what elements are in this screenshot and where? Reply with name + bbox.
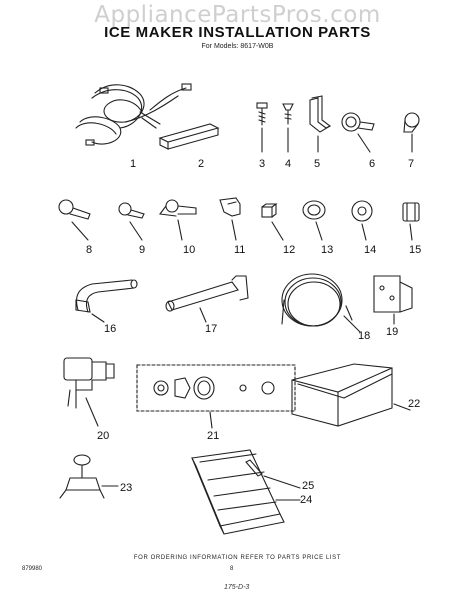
part-19-mounting-bracket [373, 275, 413, 325]
part-17-fill-tube [165, 275, 249, 323]
part-25-rod [245, 459, 301, 489]
callout-8: 8 [86, 244, 93, 256]
part-18-coiled-tubing [281, 273, 361, 333]
callout-12: 12 [283, 244, 296, 256]
ordering-note: FOR ORDERING INFORMATION REFER TO PARTS … [133, 555, 342, 561]
page-number: 8 [230, 566, 234, 572]
callout-14: 14 [364, 244, 377, 256]
part-4-screw [282, 103, 294, 153]
callout-3: 3 [259, 158, 266, 170]
callout-2: 2 [198, 158, 205, 170]
part-6-clamp [341, 112, 375, 153]
page-title: ICE MAKER INSTALLATION PARTS [104, 24, 371, 41]
callout-20: 20 [97, 430, 110, 442]
signature-mark: 175-D-3 [224, 584, 250, 591]
part-2-foam-strip [158, 123, 220, 150]
callout-6: 6 [369, 158, 376, 170]
part-8-clamp [58, 199, 91, 241]
part-22-storage-bin [291, 363, 411, 427]
part-16-elbow-tube [75, 279, 138, 323]
callout-21: 21 [207, 430, 220, 442]
part-12-connector [261, 203, 284, 241]
callout-1: 1 [130, 158, 137, 170]
part-13-grommet [302, 200, 326, 241]
callout-7: 7 [408, 158, 415, 170]
part-9-clamp [118, 202, 145, 241]
models-subtitle: For Models: 8617-W0B [201, 43, 274, 50]
part-24-shelf [191, 449, 301, 535]
part-14-grommet [351, 200, 373, 241]
callout-4: 4 [285, 158, 292, 170]
callout-16: 16 [104, 323, 117, 335]
callout-19: 19 [386, 326, 399, 338]
part-7-clamp [403, 112, 420, 153]
callout-11: 11 [234, 244, 246, 256]
document-code: 879980 [22, 566, 43, 572]
part-1-wire-harness [75, 83, 192, 146]
callout-5: 5 [314, 158, 321, 170]
callout-10: 10 [183, 244, 196, 256]
callout-13: 13 [321, 244, 334, 256]
part-3-screw [256, 102, 268, 153]
callout-18: 18 [358, 330, 371, 342]
watermark: AppliancePartsPros.com [94, 2, 381, 28]
callout-23: 23 [120, 482, 133, 494]
part-11-bracket [219, 197, 241, 241]
part-15-clip [402, 202, 420, 241]
callout-22: 22 [408, 398, 421, 410]
callout-25: 25 [302, 480, 315, 492]
part-23-shutoff-valve [59, 454, 119, 499]
callout-9: 9 [139, 244, 146, 256]
part-20-water-valve [63, 357, 115, 427]
part-5-bracket [309, 95, 332, 153]
callout-15: 15 [409, 244, 422, 256]
callout-17: 17 [205, 323, 218, 335]
part-10-clamp [158, 199, 197, 241]
part-21-fittings-kit [136, 364, 296, 429]
callout-24: 24 [300, 494, 313, 506]
